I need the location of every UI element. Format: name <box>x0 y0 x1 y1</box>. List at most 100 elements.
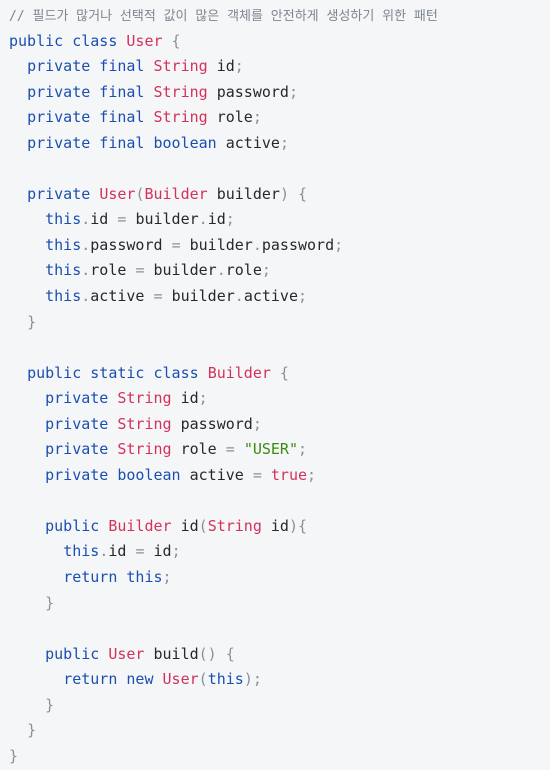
code-token-ident: builder <box>189 235 253 254</box>
code-token-punct: ; <box>298 287 308 306</box>
code-token-punct: ; <box>279 133 289 152</box>
code-token-punct: ); <box>243 670 262 689</box>
code-token-punct: . <box>81 210 91 229</box>
code-token-punct: = <box>153 287 172 306</box>
code-line: private final String password; <box>9 80 550 106</box>
code-line: private String id; <box>9 386 550 412</box>
code-token-keyword: private final <box>27 133 154 152</box>
code-token-punct: ){ <box>288 516 308 535</box>
code-token-keyword: this <box>45 261 82 280</box>
code-token-punct: ; <box>171 542 181 561</box>
code-token-keyword: public static class <box>27 363 208 382</box>
code-token-plain <box>9 670 63 688</box>
code-line <box>9 335 550 361</box>
code-token-punct: ( <box>135 184 145 203</box>
code-token-keyword: this <box>45 287 82 306</box>
code-token-plain <box>9 134 27 152</box>
code-token-punct: { <box>162 31 181 50</box>
code-token-plain <box>9 696 45 714</box>
code-token-type: String <box>117 440 172 459</box>
code-token-ident: id <box>171 389 199 408</box>
code-token-punct: } <box>45 593 55 612</box>
code-token-punct: ) { <box>279 184 308 203</box>
code-token-keyword: return <box>63 568 127 587</box>
code-token-ident: id <box>207 57 235 76</box>
code-line <box>9 488 550 514</box>
code-token-punct: ; <box>261 261 271 280</box>
code-token-punct: } <box>27 312 37 331</box>
code-token-plain <box>9 645 45 663</box>
code-token-punct: ; <box>252 414 262 433</box>
code-token-punct: . <box>81 261 91 280</box>
code-token-keyword: private <box>45 465 118 484</box>
code-token-ident: role <box>225 261 262 280</box>
code-line: this.password = builder.password; <box>9 233 550 259</box>
code-token-plain <box>9 466 45 484</box>
code-token-punct: . <box>234 287 244 306</box>
code-line: } <box>9 591 550 617</box>
code-token-plain <box>9 440 45 458</box>
code-token-type: User <box>162 670 199 689</box>
code-line: private boolean active = true; <box>9 463 550 489</box>
code-line: } <box>9 310 550 336</box>
code-token-punct: } <box>45 695 55 714</box>
code-token-type: String <box>153 82 208 101</box>
code-token-punct: . <box>252 235 262 254</box>
code-token-keyword: this <box>207 670 244 689</box>
code-token-punct: ; <box>334 235 344 254</box>
code-line: private User(Builder builder) { <box>9 182 550 208</box>
code-token-type: String <box>153 57 208 76</box>
code-line: private final boolean active; <box>9 131 550 157</box>
code-token-punct: ; <box>288 82 298 101</box>
code-line: this.id = id; <box>9 539 550 565</box>
code-token-punct: ; <box>225 210 235 229</box>
code-token-type: String <box>117 389 172 408</box>
code-token-ident: password <box>171 414 253 433</box>
code-token-plain <box>9 721 27 739</box>
code-token-punct: ; <box>252 108 262 127</box>
code-line: this.active = builder.active; <box>9 284 550 310</box>
code-line: public class User { <box>9 29 550 55</box>
code-token-plain <box>9 236 45 254</box>
code-token-ident: builder <box>171 287 235 306</box>
code-token-punct: ; <box>198 389 208 408</box>
code-token-type: Builder <box>108 516 172 535</box>
code-line <box>9 156 550 182</box>
code-token-type: String <box>117 414 172 433</box>
code-token-type: String <box>207 516 262 535</box>
code-token-ident: builder <box>135 210 199 229</box>
code-token-punct: } <box>9 746 19 765</box>
code-line: private String password; <box>9 412 550 438</box>
code-token-plain <box>9 57 27 75</box>
code-token-keyword: public <box>45 516 109 535</box>
code-token-keyword: private final <box>27 82 154 101</box>
code-token-plain <box>9 261 45 279</box>
code-token-type: String <box>153 108 208 127</box>
code-token-punct: ; <box>307 465 317 484</box>
code-token-plain <box>9 542 63 560</box>
code-token-ident: id <box>207 210 226 229</box>
code-line: } <box>9 744 550 770</box>
code-token-punct: = <box>252 465 271 484</box>
code-token-ident: active <box>180 465 253 484</box>
code-token-punct: ; <box>234 57 244 76</box>
code-token-ident: id <box>171 516 199 535</box>
code-token-ident: builder <box>207 184 280 203</box>
code-line: private String role = "USER"; <box>9 437 550 463</box>
code-token-punct: = <box>225 440 244 459</box>
code-token-keyword: public <box>45 644 109 663</box>
code-token-type: Builder <box>144 184 208 203</box>
code-token-keyword: this <box>63 542 100 561</box>
code-token-punct: . <box>99 542 109 561</box>
code-token-plain <box>9 287 45 305</box>
code-token-punct: } <box>27 721 37 740</box>
code-token-ident: password <box>207 82 289 101</box>
code-line: private final String role; <box>9 105 550 131</box>
code-token-keyword: private <box>45 440 118 459</box>
code-token-type: User <box>99 184 136 203</box>
code-token-plain <box>9 389 45 407</box>
code-token-keyword: private <box>45 414 118 433</box>
code-token-ident: active <box>216 133 280 152</box>
code-token-plain <box>9 594 45 612</box>
